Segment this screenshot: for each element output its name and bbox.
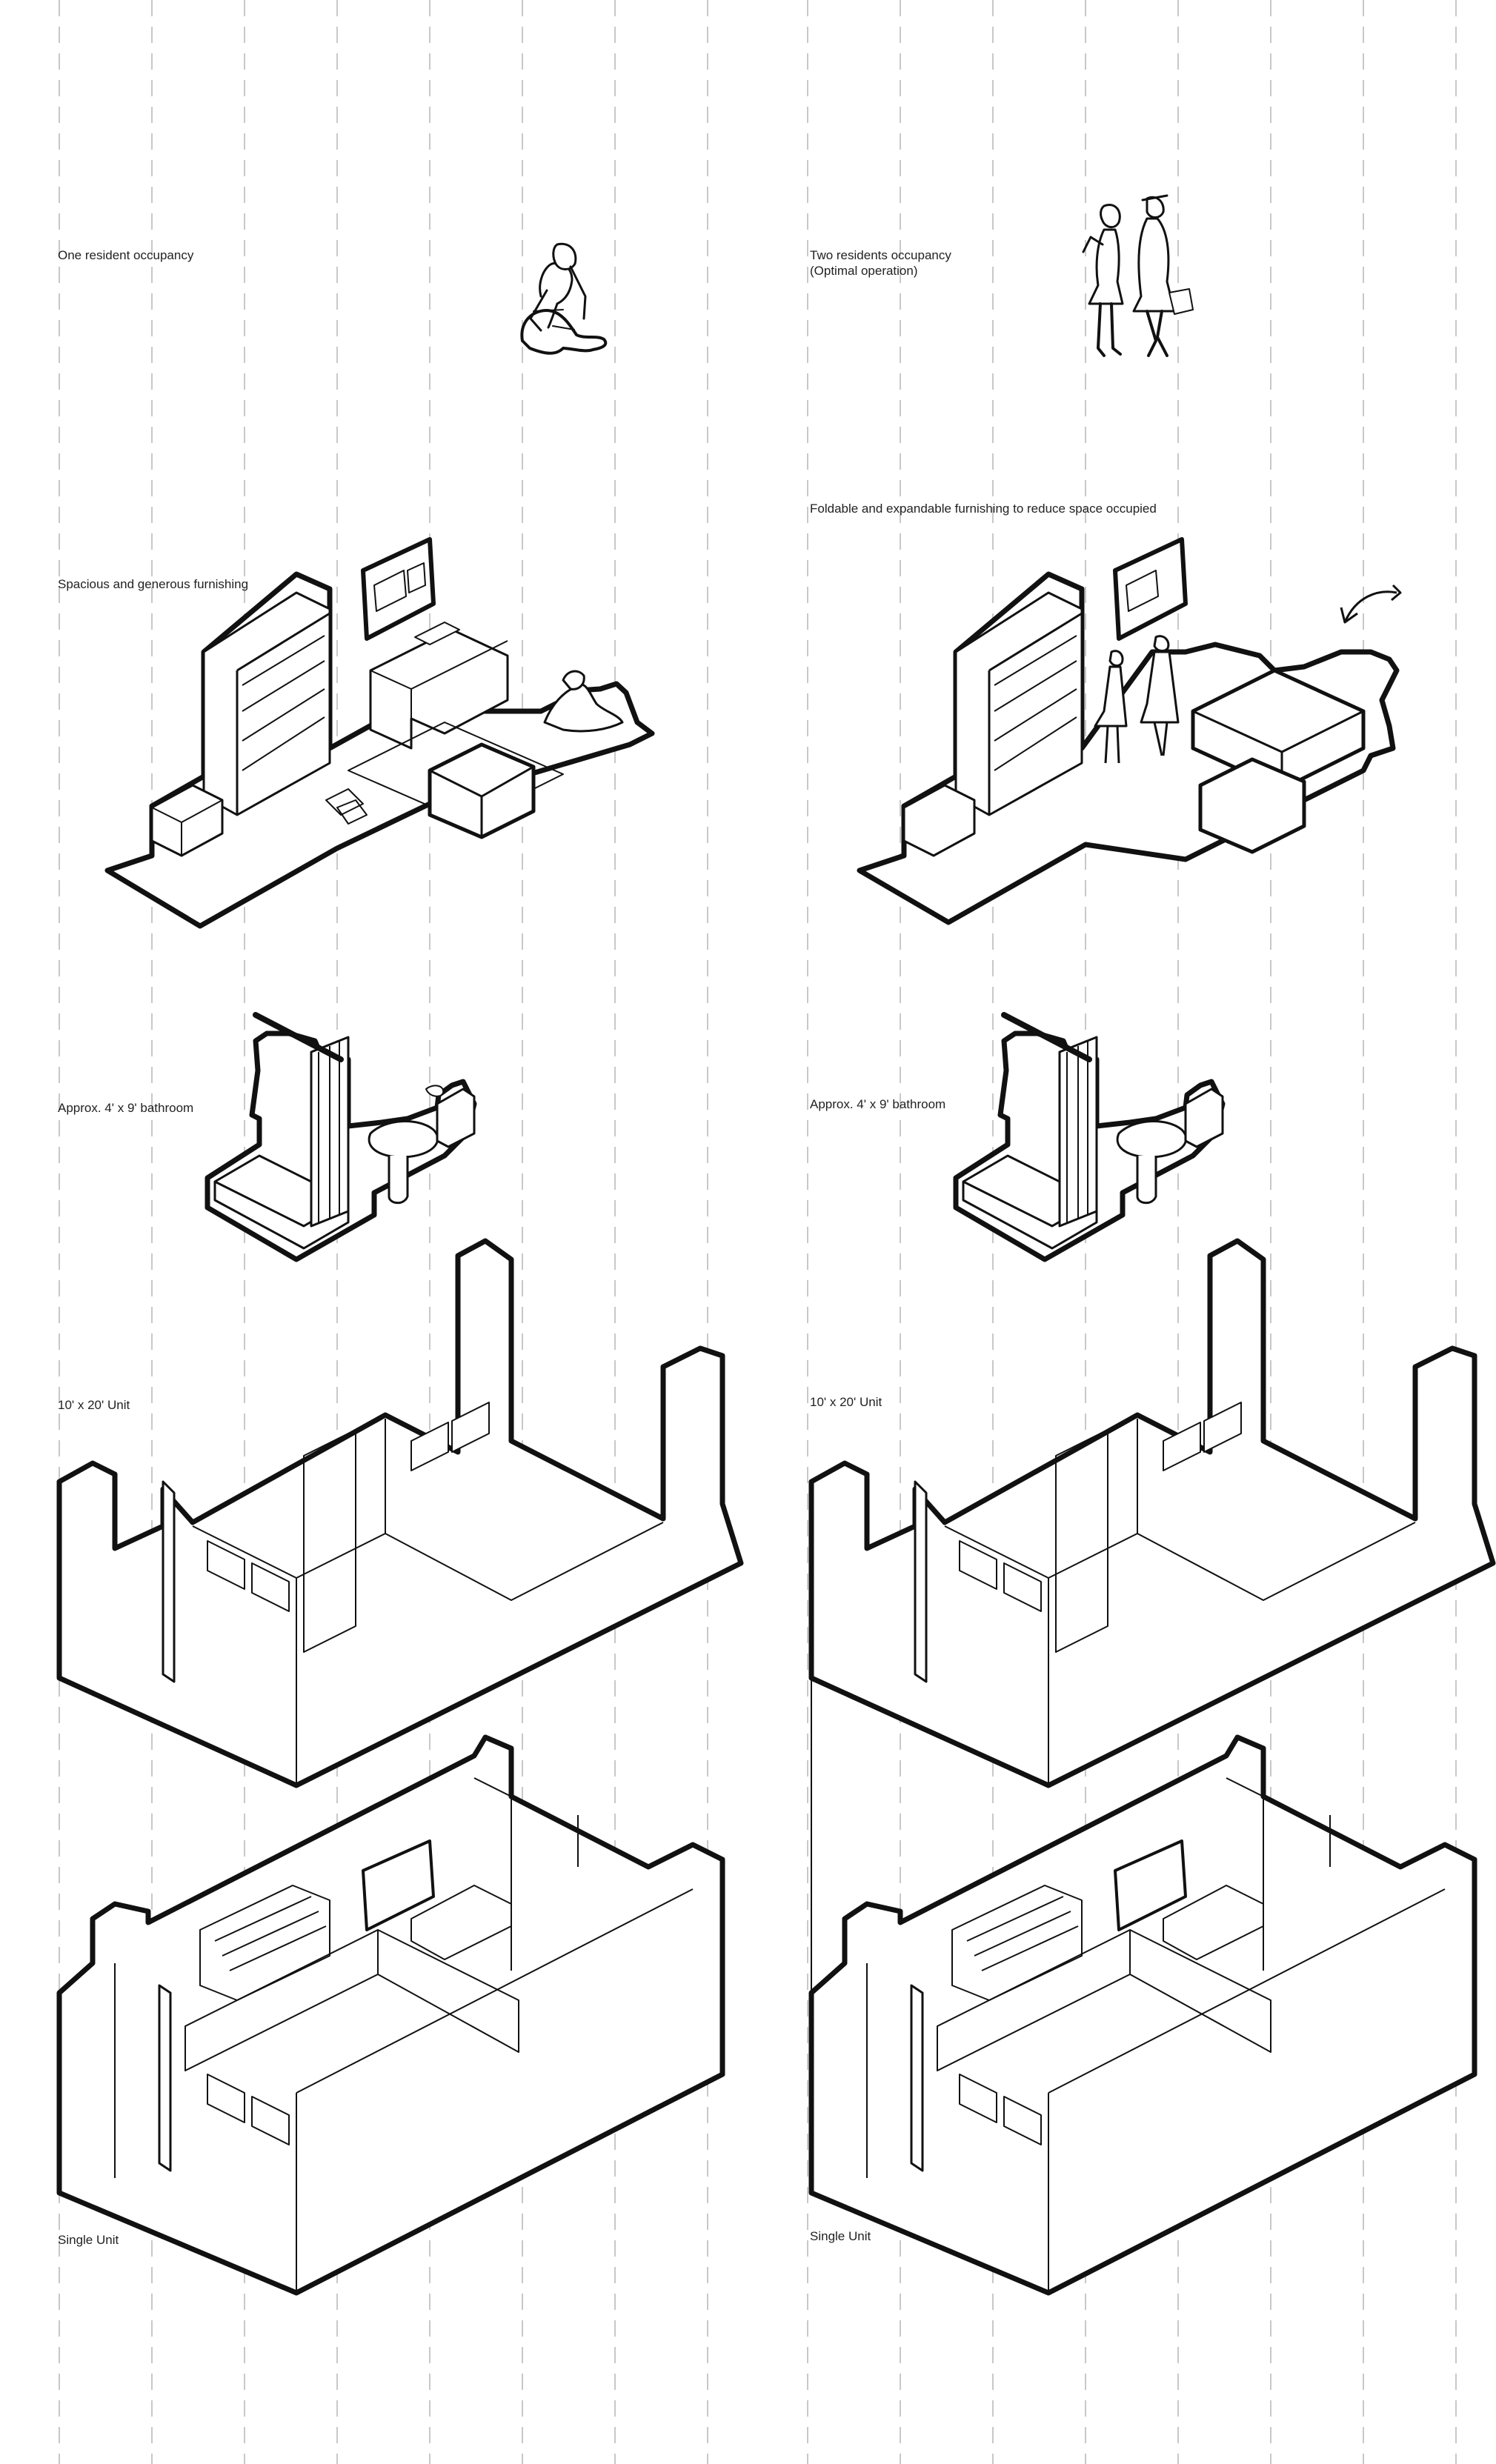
- resident-seated-figure: [520, 242, 608, 355]
- bathroom-left: [205, 1012, 477, 1262]
- bathroom-right: [953, 1012, 1226, 1262]
- two-residents-figure: [1082, 194, 1194, 357]
- foldable-furnishing-label: Foldable and expandable furnishing to re…: [810, 502, 1157, 516]
- unit-size-label-left: 10' x 20' Unit: [58, 1398, 130, 1412]
- bathroom-label-right: Approx. 4' x 9' bathroom: [810, 1097, 946, 1111]
- bathroom-label-left: Approx. 4' x 9' bathroom: [58, 1101, 194, 1115]
- one-resident-label: One resident occupancy: [58, 248, 194, 262]
- single-unit-right: [808, 1678, 1477, 2296]
- unit-size-label-right: 10' x 20' Unit: [810, 1395, 882, 1409]
- furnished-room-compact: [857, 537, 1402, 925]
- spacious-furnishing-label: Spacious and generous furnishing: [58, 577, 249, 591]
- guide-lines: [59, 0, 1457, 2464]
- optimal-operation-note: (Optimal operation): [810, 264, 918, 278]
- two-residents-label: Two residents occupancy (Optimal operati…: [810, 247, 951, 279]
- single-unit-label-right: Single Unit: [810, 2229, 871, 2243]
- furnished-room-spacious: [104, 537, 655, 929]
- two-residents-title: Two residents occupancy: [810, 248, 951, 262]
- single-unit-label-left: Single Unit: [58, 2233, 119, 2247]
- empty-unit-right: [808, 1238, 1496, 1788]
- empty-unit-left: [56, 1238, 744, 1788]
- single-unit-left: [56, 1734, 725, 2296]
